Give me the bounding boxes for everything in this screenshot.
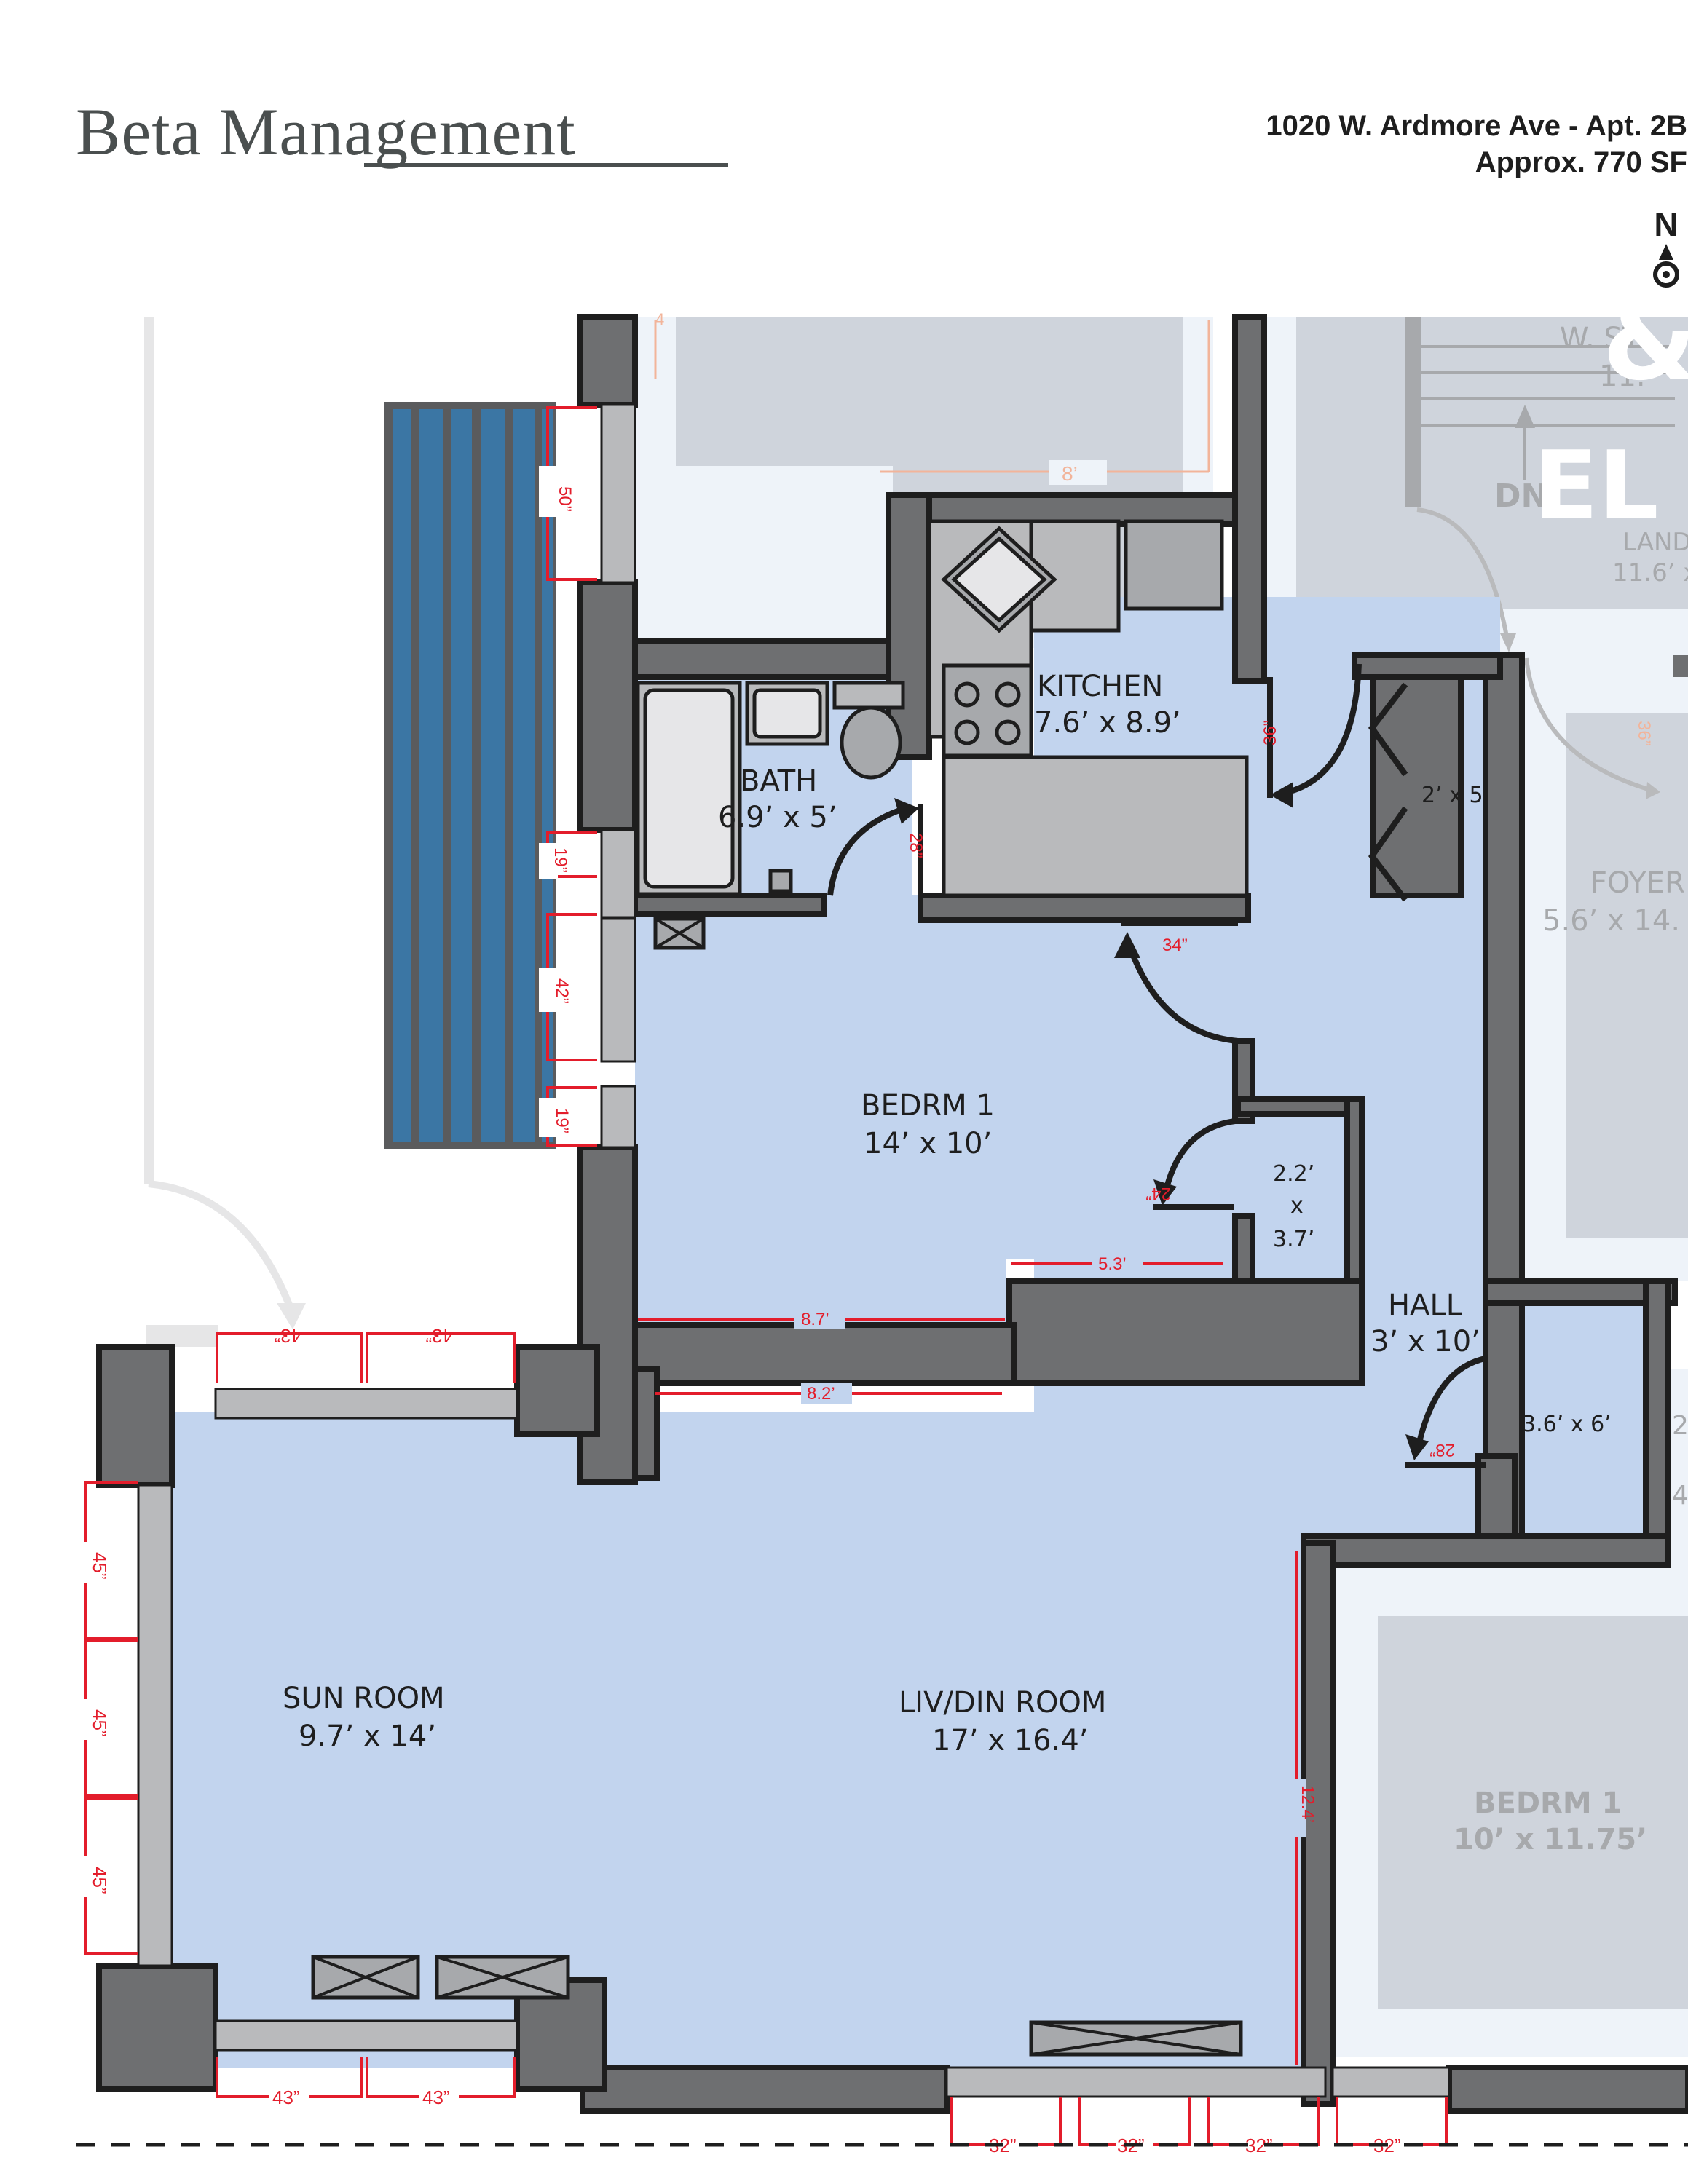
neighbor-elevator-label: EL <box>1534 430 1659 541</box>
bedroom-door-arrow-icon <box>1114 932 1140 958</box>
neighbor-partial-top: 4 <box>655 310 664 328</box>
room-hall-label: HALL <box>1388 1289 1463 1322</box>
closet-bedroom-size-3: 3.7’ <box>1273 1227 1314 1252</box>
dim-kitchen-door: 36” <box>1261 720 1280 745</box>
brand-underline <box>364 163 728 167</box>
neighbor-bedroom-size: 10’ x 11.75’ <box>1454 1823 1647 1856</box>
brand-title: Beta Management <box>76 95 576 169</box>
neighbor-stair-label: W. ST <box>1560 322 1641 355</box>
area-line: Approx. 770 SF <box>1475 146 1687 178</box>
closet-hall-size: 3.6’ x 6’ <box>1522 1412 1612 1437</box>
neighbor-partial-right-2: 4 <box>1672 1481 1688 1511</box>
neighbor-units: 8’ 4 W. ST 11. DN EL & LAND 11.6’ x 36” … <box>144 278 1688 2057</box>
door-arrowheads <box>894 782 1429 1460</box>
dim-sunroom-north-2: 43” <box>425 1325 453 1347</box>
room-bath-size: 6.9’ x 5’ <box>718 801 837 834</box>
closet-linen-size: 2’ x 5’ <box>1421 783 1490 808</box>
closet-bedroom-size-2: x <box>1290 1193 1304 1219</box>
dim-west-window-2: 19” <box>551 847 570 873</box>
room-living-size: 17’ x 16.4’ <box>932 1724 1089 1757</box>
room-labels: KITCHEN 7.6’ x 8.9’ BATH 6.9’ x 5’ BEDRM… <box>283 670 1612 1757</box>
dim-sunroom-north-1: 43” <box>274 1325 301 1347</box>
walls <box>96 314 1688 2114</box>
neighbor-ampersand: & <box>1602 278 1688 405</box>
dim-living-east: 12.4’ <box>1298 1785 1317 1823</box>
dim-sunroom-south-1: 43” <box>272 2086 300 2108</box>
dim-sunroom-west-2: 45” <box>89 1709 111 1737</box>
room-sunroom-size: 9.7’ x 14’ <box>299 1720 436 1753</box>
room-bedroom-label: BEDRM 1 <box>861 1089 995 1123</box>
dimension-labels: 50” 19” 42” 19” 43” 43” 45” 45” 45” 43” … <box>76 466 1455 2156</box>
dim-bedroom-wall-b: 8.7’ <box>801 1310 829 1329</box>
neighbor-stair-dn: DN <box>1494 478 1547 515</box>
fire-escape <box>384 402 556 1149</box>
room-bath-label: BATH <box>740 764 817 798</box>
dim-west-window-4: 19” <box>552 1108 572 1133</box>
hall-closet-door-arrow-icon <box>1405 1434 1429 1460</box>
address-line: 1020 W. Ardmore Ave - Apt. 2B <box>1266 110 1687 142</box>
dim-west-window-1: 50” <box>555 486 575 512</box>
neighbor-partial-right-1: 2 <box>1672 1411 1688 1441</box>
room-bedroom-size: 14’ x 10’ <box>864 1127 992 1160</box>
room-kitchen-label: KITCHEN <box>1037 670 1163 703</box>
address-block: 1020 W. Ardmore Ave - Apt. 2B Approx. 77… <box>1032 108 1687 181</box>
dim-bath-door: 28” <box>906 833 926 858</box>
neighbor-dim-top: 8’ <box>1062 462 1078 485</box>
neighbor-stair-size: 11. <box>1599 360 1646 393</box>
neighbor-door-dim-b: 36” <box>1634 721 1654 746</box>
north-arrow: N <box>1652 207 1681 296</box>
dim-bedroom-door: 34” <box>1162 935 1188 955</box>
north-compass-icon <box>1653 244 1679 288</box>
fixtures <box>311 519 1249 2057</box>
dim-closet-door: 24” <box>1145 1184 1171 1203</box>
room-sunroom-label: SUN ROOM <box>283 1682 445 1715</box>
kitchen-door-arrow-icon <box>1270 782 1293 808</box>
dim-sunroom-west-1: 45” <box>89 1552 111 1580</box>
room-hall-size: 3’ x 10’ <box>1370 1325 1480 1358</box>
room-kitchen-size: 7.6’ x 8.9’ <box>1034 706 1181 740</box>
neighbor-bedroom-label: BEDRM 1 <box>1474 1787 1622 1820</box>
closet-door-arrow-icon <box>1153 1179 1177 1206</box>
neighbor-foyer-size: 5.6’ x 14. <box>1542 904 1680 938</box>
doors <box>827 663 1486 1468</box>
room-living-label: LIV/DIN ROOM <box>899 1686 1106 1720</box>
bath-door-arrow-icon <box>894 798 919 824</box>
dim-bedroom-wall-a: 5.3’ <box>1098 1254 1127 1274</box>
neighbor-foyer-label: FOYER <box>1590 866 1685 900</box>
dim-sunroom-west-3: 45” <box>89 1867 111 1894</box>
dim-sunroom-south-2: 43” <box>422 2086 450 2108</box>
neighbor-landing-label: LAND <box>1622 528 1688 557</box>
dim-living-wall: 8.2’ <box>807 1384 835 1404</box>
dim-west-window-3: 42” <box>552 978 572 1004</box>
closet-bedroom-size-1: 2.2’ <box>1273 1161 1314 1187</box>
windows <box>137 403 1451 2098</box>
neighbor-landing-size: 11.6’ x <box>1612 558 1688 587</box>
north-label: N <box>1654 205 1679 243</box>
dim-hall-closet-door: 28” <box>1429 1440 1455 1460</box>
